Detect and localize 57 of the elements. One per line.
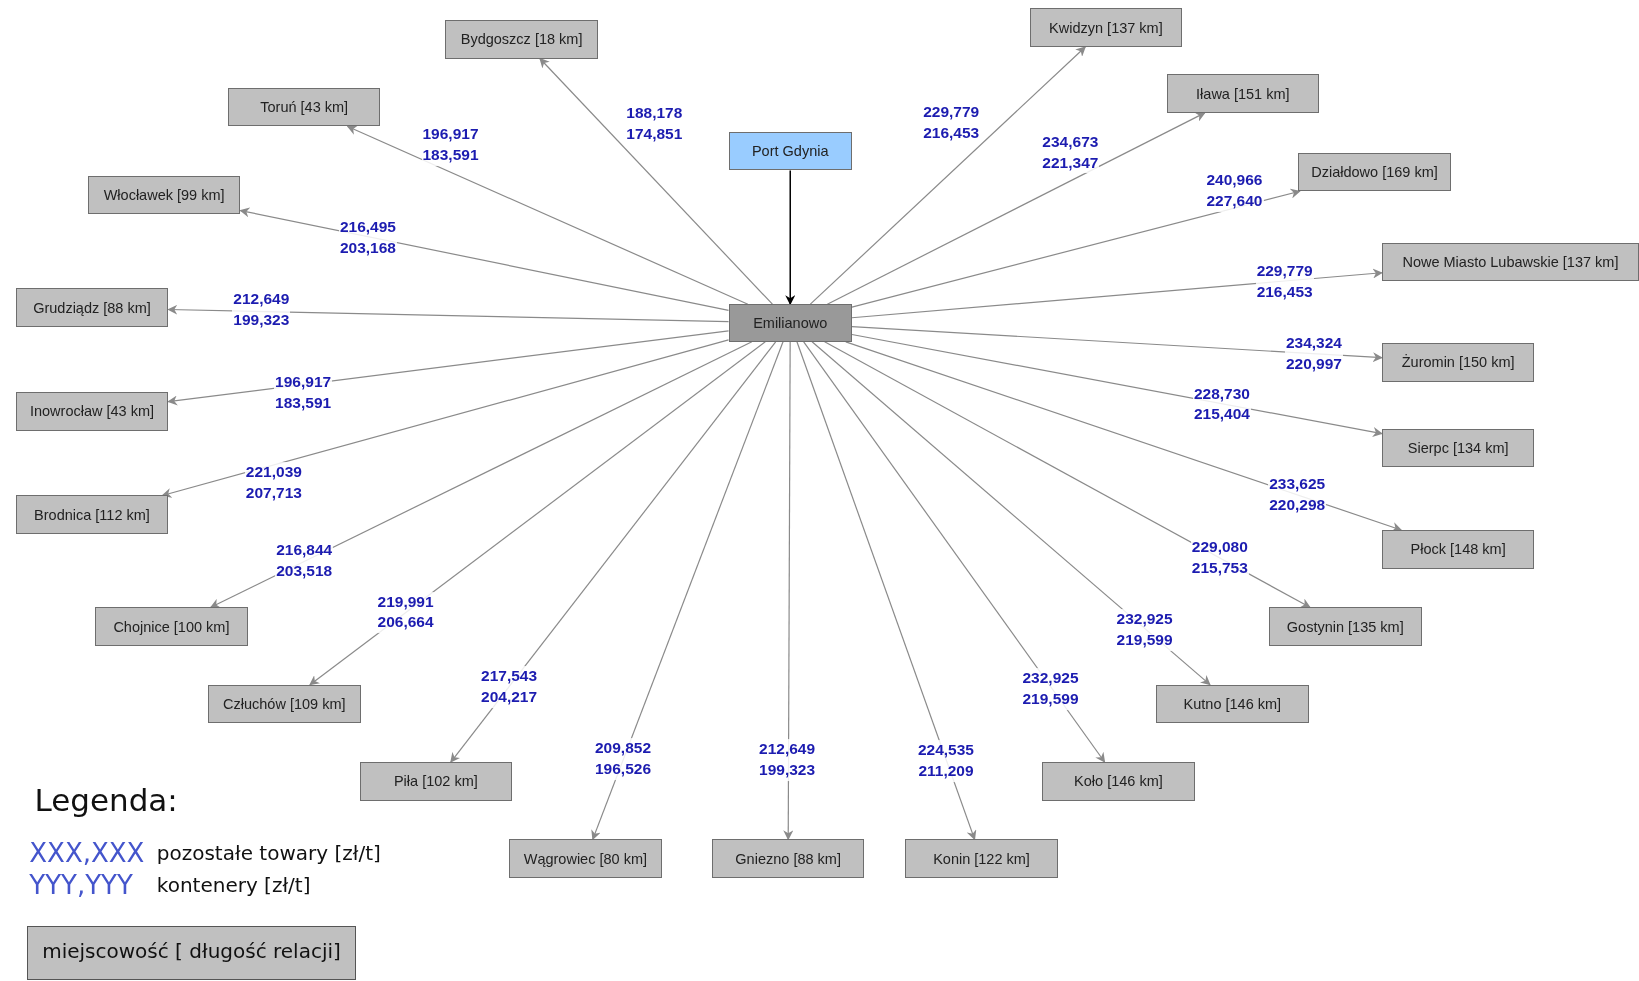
city-box: Żuromin [150 km] xyxy=(1381,342,1535,382)
city-box: Inowrocław [43 km] xyxy=(15,391,169,431)
edge-label: 212,649 199,323 xyxy=(758,739,817,781)
city-box: Koło [146 km] xyxy=(1042,762,1195,801)
sample-value: XXX,XXX xyxy=(29,838,145,869)
city-box: Toruń [43 km] xyxy=(227,87,381,127)
legend-title: Legenda: xyxy=(34,781,178,818)
arrow xyxy=(209,341,753,608)
city-box: Grudziądz [88 km] xyxy=(15,288,169,328)
arrow xyxy=(803,341,1106,763)
city-box: Konin [122 km] xyxy=(905,839,1058,879)
edge-label: 217,543 204,217 xyxy=(480,665,539,708)
city-box: Kwidzyn [137 km] xyxy=(1029,8,1183,48)
city-box: Gniezno [88 km] xyxy=(711,839,865,879)
arrow xyxy=(796,341,977,841)
legend-sample-box: miejscowość [ długość relacji] xyxy=(27,926,356,980)
city-box: Iława [151 km] xyxy=(1166,74,1320,113)
arrow xyxy=(851,333,1383,437)
arrow xyxy=(809,46,1086,305)
city-box: Wągrowiec [80 km] xyxy=(509,839,662,879)
hub-box: Emilianowo xyxy=(728,304,852,342)
city-box: Sierpc [134 km] xyxy=(1381,428,1535,468)
arrow xyxy=(851,268,1383,319)
city-box: Włocławek [99 km] xyxy=(87,175,241,215)
arrow xyxy=(845,341,1403,532)
city-box: Chojnice [100 km] xyxy=(95,607,248,646)
city-box: Gostynin [135 km] xyxy=(1268,607,1422,646)
arrow xyxy=(167,330,730,406)
arrow xyxy=(785,169,796,306)
edge-label: 209,852 196,526 xyxy=(593,737,652,780)
arrow xyxy=(450,341,777,763)
port-box: Port Gdynia xyxy=(728,131,852,171)
city-box: Kutno [146 km] xyxy=(1156,684,1309,724)
arrow xyxy=(826,112,1206,305)
city-box: Bydgoszcz [18 km] xyxy=(445,19,598,59)
city-box: Brodnica [112 km] xyxy=(15,495,169,535)
city-box: Działdowo [169 km] xyxy=(1298,152,1451,192)
edge-label: 224,535 211,209 xyxy=(916,740,975,782)
legend-text: kontenery [zł/t] xyxy=(156,872,311,897)
edge-label: 219,991 206,664 xyxy=(376,591,435,634)
city-box: Nowe Miasto Lubawskie [137 km] xyxy=(1381,242,1639,282)
arrow xyxy=(161,339,730,498)
edge-label: 232,925 219,599 xyxy=(1115,609,1174,652)
arrow xyxy=(783,341,794,841)
arrow xyxy=(539,57,773,305)
city-box: Człuchów [109 km] xyxy=(208,684,361,724)
arrow xyxy=(851,188,1301,308)
sample-value: YYY,YYY xyxy=(29,869,133,900)
arrow xyxy=(851,326,1383,363)
city-box: Płock [148 km] xyxy=(1381,529,1535,569)
city-box: Piła [102 km] xyxy=(359,762,513,801)
legend-text: pozostałe towary [zł/t] xyxy=(156,841,381,866)
arrow xyxy=(167,304,730,323)
arrow xyxy=(346,125,749,305)
edge-label: 221,039 207,713 xyxy=(244,462,303,504)
arrow xyxy=(591,341,784,841)
edge-label: 232,925 219,599 xyxy=(1021,667,1080,710)
